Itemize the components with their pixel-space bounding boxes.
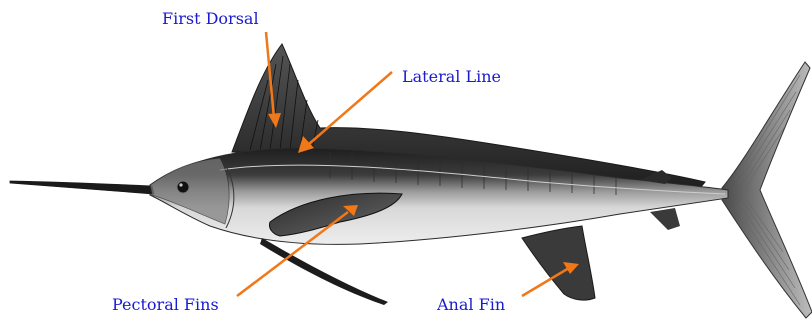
eye (177, 181, 189, 193)
tail-fin (722, 62, 812, 318)
anal-fin-label: Anal Fin (437, 296, 505, 314)
lateral-line-label: Lateral Line (402, 68, 501, 86)
pectoral-fins-label: Pectoral Fins (112, 296, 219, 314)
pelvic-fin (260, 238, 388, 305)
marlin-body (150, 148, 728, 244)
eye-highlight (179, 183, 182, 186)
second-anal-fin (650, 208, 680, 230)
bill (10, 181, 154, 194)
first-dorsal-label: First Dorsal (162, 10, 259, 28)
